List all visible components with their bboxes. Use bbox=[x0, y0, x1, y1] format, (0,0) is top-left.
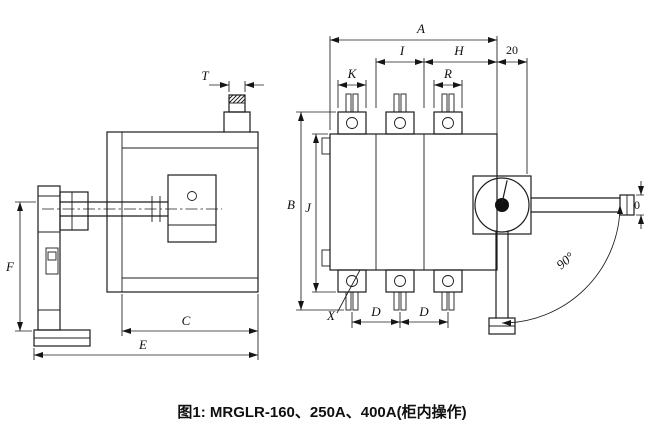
dim-label-K: K bbox=[347, 66, 358, 81]
door-bracket bbox=[33, 185, 91, 347]
dim-label-90deg: 90° bbox=[553, 249, 577, 272]
swing-arc: 90° bbox=[501, 204, 623, 326]
dimension-K: K bbox=[337, 66, 367, 108]
dimension-H: H bbox=[424, 43, 497, 65]
dim-label-J: J bbox=[305, 200, 312, 215]
extension-shaft bbox=[530, 197, 621, 213]
handle-lever bbox=[495, 230, 509, 319]
dimension-T: T bbox=[201, 68, 264, 92]
dimension-0: 0 bbox=[634, 181, 644, 229]
dim-label-B: B bbox=[287, 197, 295, 212]
pole-1 bbox=[337, 93, 367, 311]
operating-shaft bbox=[42, 201, 222, 217]
figure-caption: 图1: MRGLR-160、250A、400A(柜内操作) bbox=[177, 403, 466, 421]
dim-label-H: H bbox=[453, 43, 464, 58]
dim-label-R: R bbox=[443, 66, 452, 81]
dimension-R: R bbox=[433, 66, 463, 108]
side-view-body bbox=[106, 131, 259, 293]
dimension-F: F bbox=[5, 201, 36, 332]
dim-label-I: I bbox=[399, 43, 405, 58]
dimension-A: A bbox=[329, 21, 498, 134]
dim-label-0: 0 bbox=[634, 198, 640, 212]
dim-label-F: F bbox=[5, 259, 15, 274]
dimension-D-right: D bbox=[400, 304, 448, 325]
dimension-D-left: D bbox=[351, 304, 449, 328]
pole-2 bbox=[385, 93, 415, 311]
panel-hatch bbox=[228, 94, 246, 104]
dimension-J: J bbox=[305, 133, 336, 293]
dim-label-D2: D bbox=[418, 304, 429, 319]
dim-label-D1: D bbox=[370, 304, 381, 319]
front-view: 90° A I H 20 K bbox=[287, 21, 644, 335]
dim-label-20: 20 bbox=[506, 43, 518, 57]
front-view-body bbox=[321, 133, 498, 271]
dim-label-A: A bbox=[416, 21, 425, 36]
side-view: T F C E bbox=[5, 68, 264, 360]
callout-X: X bbox=[326, 269, 361, 323]
handle-hub-dot bbox=[495, 198, 509, 212]
dim-label-X: X bbox=[326, 308, 336, 323]
dim-label-E: E bbox=[138, 337, 147, 352]
side-view-top-terminal bbox=[223, 94, 251, 133]
dim-label-C: C bbox=[182, 313, 191, 328]
handle-pointer bbox=[501, 180, 508, 204]
dimension-E: E bbox=[33, 337, 258, 360]
pole-3 bbox=[433, 93, 463, 311]
dimension-B: B bbox=[287, 111, 344, 311]
dimension-I: I bbox=[375, 43, 425, 108]
dimension-C: C bbox=[121, 294, 259, 360]
dimension-20: 20 bbox=[497, 43, 528, 174]
dim-label-T: T bbox=[201, 68, 209, 83]
